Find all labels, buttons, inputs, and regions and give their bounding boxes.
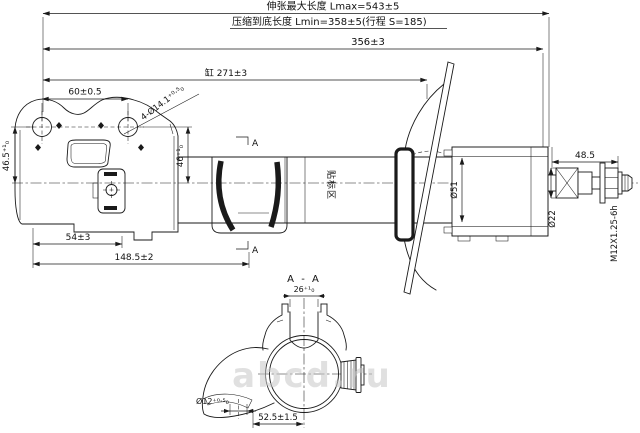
dim-rod-len: 48.5	[575, 151, 595, 161]
thread-spec: M12X1.25-6h	[610, 205, 620, 262]
section-mark-bottom: A	[252, 246, 259, 256]
embossment	[66, 139, 111, 168]
stud-dot	[35, 144, 41, 151]
dim-seat-dia: Ø22	[547, 210, 558, 228]
dim-arm-offset: 52.5±1.5	[258, 413, 298, 423]
section-mark-top: A	[252, 139, 259, 149]
top-mount-bracket	[14, 96, 179, 241]
threaded-tip	[621, 174, 633, 192]
dim-body: 缸 271±3	[205, 67, 247, 79]
tube-marking-label: 贴标区	[325, 170, 337, 200]
section-title: A - A	[287, 274, 321, 285]
seat-plate	[403, 61, 455, 295]
hose-bracket	[92, 168, 126, 214]
dim-hole-spacing: 60±0.5	[68, 88, 101, 98]
dim-fork-gap: 26⁺¹₀	[294, 285, 315, 294]
dim-tube-dia: Ø51	[449, 181, 460, 199]
steering-arm	[201, 347, 275, 419]
dim-overall: 356±3	[351, 37, 385, 48]
arm-cut-section	[204, 393, 253, 409]
dim-arm-hole: Ø12⁺⁰·⁵₀	[196, 396, 229, 406]
section-plane-marks: A A	[236, 136, 259, 256]
dim-height-right: 46⁺¹₀	[176, 144, 186, 167]
lmin-label: 压缩到底长度 Lmin=358±5(行程 S=185)	[232, 15, 427, 28]
clamp-ring-inner	[269, 339, 339, 409]
section-a-a-view: A - A 26⁺¹₀	[196, 274, 372, 428]
lock-nut	[604, 167, 619, 199]
stud-dot	[56, 122, 62, 129]
stud-dot	[98, 122, 104, 129]
stud-dot	[138, 144, 144, 151]
dim-bracket-len: 148.5±2	[114, 253, 153, 263]
lmax-label: 伸张最大长度 Lmax=543±5	[267, 0, 400, 13]
bump-stop-collar	[394, 147, 415, 242]
piston-rod-end: 48.5 Ø22 M12X1.25-6h	[547, 147, 633, 262]
dust-boot: Ø51	[443, 146, 549, 242]
fork-clamp	[262, 303, 347, 351]
top-dimensions: 伸张最大长度 Lmax=543±5 压缩到底长度 Lmin=358±5(行程 S…	[41, 0, 550, 147]
holes-leader	[123, 93, 200, 135]
watermark: abcd.ru	[232, 356, 392, 396]
dim-holes-callout: 4-Ø14.1⁺⁰·⁵₀	[139, 83, 187, 123]
dim-flange: 54±3	[66, 233, 91, 243]
knuckle-bracket	[211, 156, 288, 234]
knurled-boss	[340, 357, 365, 393]
spring-seat	[403, 61, 455, 295]
dim-height-left: 46.5⁺¹₀	[2, 140, 12, 171]
bracket-dimensions: 46.5⁺¹₀ 46⁺¹₀ 54±3 148.5±2	[2, 126, 250, 268]
